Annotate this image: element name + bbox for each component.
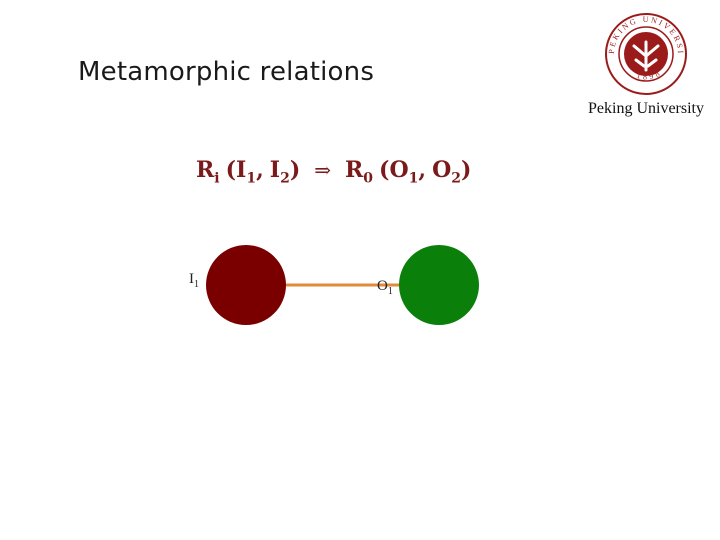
formula-o2: O2	[432, 157, 461, 187]
input-node-circle	[206, 245, 286, 325]
io-mapping-diagram: I1 O1	[189, 245, 479, 325]
formula-r-i: Ri	[196, 157, 220, 187]
formula-open-paren: (	[379, 157, 390, 183]
slide-title: Metamorphic relations	[78, 57, 375, 87]
metamorphic-relation-formula: Ri ( I1 , I2 ) ⇒ R0 ( O1 , O2 )	[196, 157, 471, 186]
university-seal-logo: PEKING UNIVERSITY 1898	[604, 12, 687, 95]
formula-close-paren: )	[460, 157, 472, 183]
formula-i1: I1	[236, 157, 257, 187]
output-node-label: O1	[377, 278, 393, 297]
institution-name: Peking University	[588, 100, 704, 117]
formula-open-paren: (	[225, 157, 237, 183]
formula-close-paren: )	[289, 157, 301, 183]
output-node-circle	[399, 245, 479, 325]
implies-arrow: ⇒	[314, 158, 331, 182]
formula-comma: ,	[256, 157, 264, 183]
formula-o1: O1	[389, 157, 419, 187]
input-node-label: I1	[189, 271, 199, 290]
formula-comma: ,	[418, 157, 427, 183]
formula-r-o: R0	[345, 157, 374, 187]
formula-i2: I2	[269, 157, 290, 187]
